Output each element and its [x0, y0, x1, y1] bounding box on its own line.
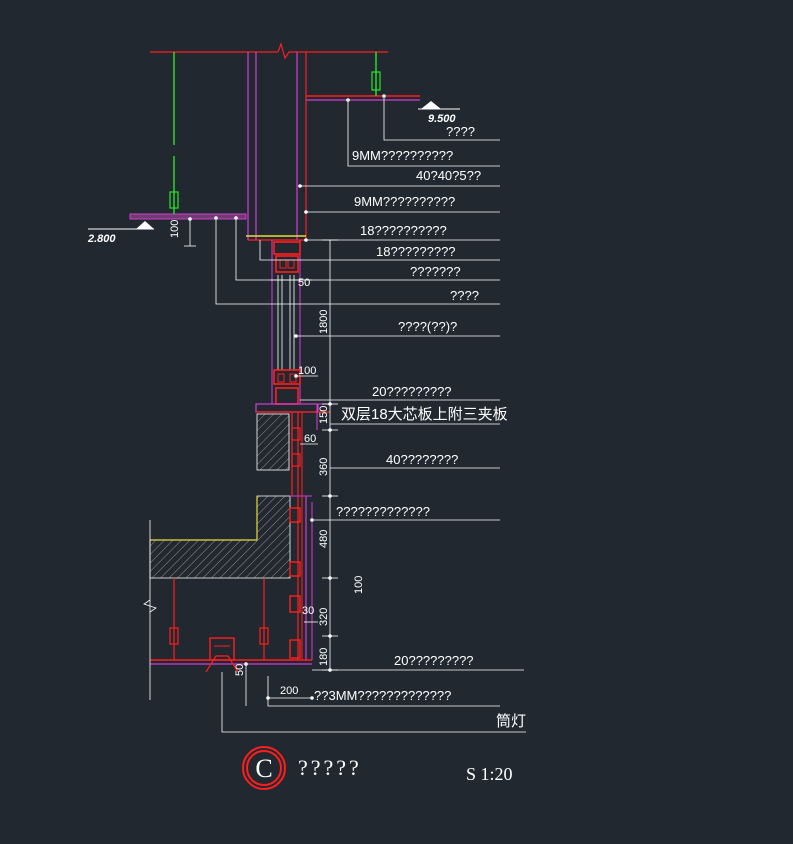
note-label: 40?40?5??: [416, 168, 481, 183]
note-labels: ???? 9MM?????????? 40?40?5?? 9MM????????…: [314, 124, 526, 730]
dim-100-top: 100: [169, 220, 181, 238]
dim-150: 150: [318, 406, 330, 424]
note-label: ???????: [410, 264, 461, 279]
dim-100-right: 100: [353, 576, 365, 594]
dim-360: 360: [318, 458, 330, 476]
note-label: ??3MM?????????????: [314, 688, 451, 703]
dim-50-top: 50: [298, 277, 310, 289]
title-block: C ????? S 1:20: [242, 746, 513, 790]
note-label: 双层18大芯板上附三夹板: [341, 405, 508, 423]
dim-180: 180: [318, 648, 330, 666]
structure-linework: [129, 42, 420, 700]
note-label: 18??????????: [360, 223, 447, 238]
note-label: ?????????????: [336, 504, 430, 519]
dim-480: 480: [318, 530, 330, 548]
dimension-ticks: [188, 94, 386, 700]
dim-1800: 1800: [318, 310, 330, 334]
dim-320: 320: [318, 608, 330, 626]
dim-60: 60: [304, 433, 316, 445]
dim-30: 30: [302, 605, 314, 617]
dim-50-bottom: 50: [234, 664, 246, 676]
title-badge: C: [255, 754, 272, 783]
note-label: 20?????????: [372, 384, 452, 399]
dim-100-mid: 100: [298, 365, 316, 377]
note-label: ????(??)?: [398, 319, 457, 334]
note-label: 18?????????: [376, 244, 456, 259]
note-label: ????: [446, 124, 475, 139]
elevation-marker-top: 9.500: [418, 101, 460, 125]
note-label: 筒灯: [496, 713, 526, 730]
note-label: 9MM??????????: [354, 194, 455, 209]
dimension-texts: 100 50 1800 100 150 60 360 480 100 30 32…: [169, 220, 365, 697]
note-label: 9MM??????????: [352, 148, 453, 163]
drawing-title: ?????: [298, 755, 362, 780]
drawing-scale: S 1:20: [466, 764, 513, 784]
note-label: 20?????????: [394, 653, 474, 668]
elevation-left-label: 2.800: [87, 233, 116, 245]
concrete-hatch-areas: [149, 413, 291, 579]
elevation-marker-left: 2.800: [87, 221, 154, 245]
dim-200: 200: [280, 685, 298, 697]
elevation-top-label: 9.500: [428, 113, 456, 125]
note-label: 40????????: [386, 452, 458, 467]
note-label: ????: [450, 288, 479, 303]
